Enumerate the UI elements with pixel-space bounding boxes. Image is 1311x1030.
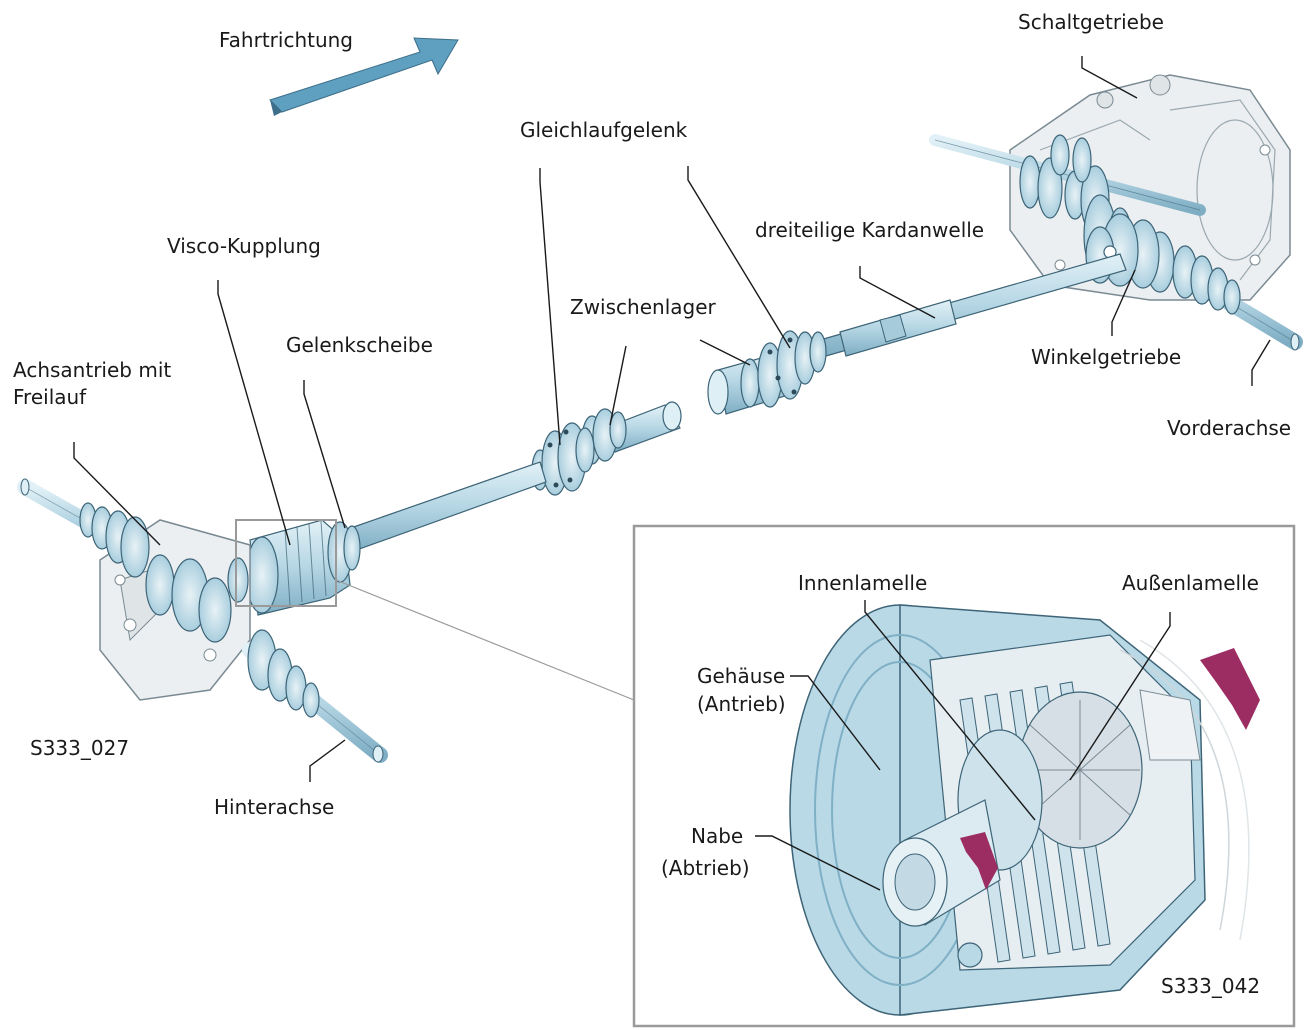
label-hub-line2: (Abtrieb)	[661, 855, 750, 881]
label-prop-shaft: dreiteilige Kardanwelle	[755, 217, 984, 243]
label-final-drive-line2: Freilauf	[13, 384, 86, 410]
front-cv-joint	[708, 331, 826, 414]
figure-code-detail: S333_042	[1161, 973, 1260, 999]
label-center-bearing: Zwischenlager	[570, 294, 716, 320]
label-housing-line2: (Antrieb)	[697, 691, 786, 717]
label-flex-disc: Gelenkscheibe	[286, 332, 433, 358]
prop-shaft-rear	[345, 462, 546, 552]
figure-code-main: S333_027	[30, 735, 129, 761]
label-outer-plate: Außenlamelle	[1122, 570, 1259, 596]
label-direction: Fahrtrichtung	[219, 27, 353, 53]
label-inner-plate: Innenlamelle	[798, 570, 927, 596]
label-gearbox: Schaltgetriebe	[1018, 9, 1164, 35]
visco-coupling	[246, 520, 360, 615]
label-rear-axle: Hinterachse	[214, 794, 334, 820]
label-angle-drive: Winkelgetriebe	[1031, 344, 1181, 370]
label-visco: Visco-Kupplung	[167, 233, 321, 259]
label-housing-line1: Gehäuse	[697, 663, 785, 689]
prop-shaft-middle	[582, 402, 681, 464]
label-front-axle: Vorderachse	[1167, 415, 1291, 441]
label-final-drive-line1: Achsantrieb mit	[13, 357, 171, 383]
prop-shaft-front	[820, 254, 1126, 356]
detail-connector-line	[336, 580, 634, 700]
label-cv-joint: Gleichlaufgelenk	[520, 117, 687, 143]
label-hub-line1: Nabe	[691, 823, 743, 849]
